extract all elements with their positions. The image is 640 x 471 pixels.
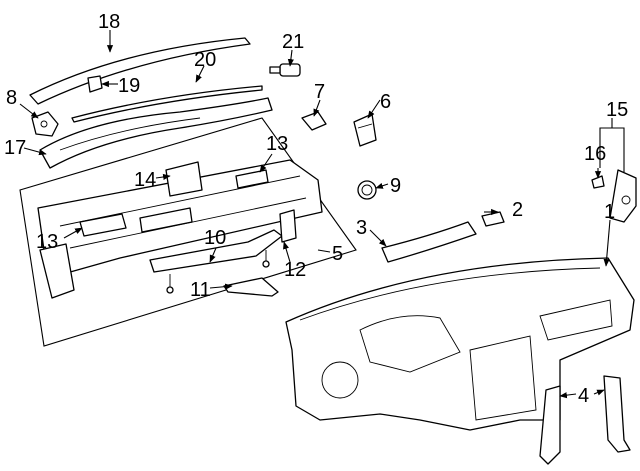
callout-13-left: 13 bbox=[36, 231, 58, 253]
part-3-duct bbox=[381, 221, 477, 263]
part-2-clip bbox=[481, 211, 505, 227]
callout-21: 21 bbox=[282, 31, 304, 53]
part-20-strip bbox=[71, 85, 263, 123]
callout-15: 15 bbox=[606, 99, 628, 121]
callout-13-right: 13 bbox=[266, 133, 288, 155]
callout-16: 16 bbox=[584, 143, 606, 165]
part-13-pad-right bbox=[235, 169, 269, 189]
callout-11: 11 bbox=[190, 279, 211, 301]
bolt-fasteners bbox=[166, 250, 270, 294]
part-4-side-pieces bbox=[539, 375, 631, 465]
group-5-frame bbox=[19, 117, 357, 347]
callout-17: 17 bbox=[4, 137, 26, 159]
callout-5: 5 bbox=[332, 243, 343, 265]
part-8-bracket bbox=[31, 111, 59, 137]
leader-lines bbox=[19, 30, 625, 399]
callout-19: 19 bbox=[118, 75, 140, 97]
callout-labels: 18 20 21 19 8 17 7 6 9 13 14 13 10 12 11… bbox=[4, 11, 628, 407]
callout-6: 6 bbox=[380, 91, 391, 113]
callout-1: 1 bbox=[604, 201, 615, 223]
callout-8: 8 bbox=[6, 87, 17, 109]
part-1-instrument-panel bbox=[285, 257, 635, 431]
callout-4: 4 bbox=[578, 385, 589, 407]
part-17-panel-trim bbox=[39, 97, 273, 169]
part-9-round-vent bbox=[357, 180, 377, 200]
callout-2: 2 bbox=[512, 199, 523, 221]
callout-14: 14 bbox=[134, 169, 156, 191]
callout-12: 12 bbox=[284, 259, 306, 281]
part-19-clip bbox=[87, 75, 103, 93]
part-12-bracket bbox=[279, 209, 297, 243]
callout-20: 20 bbox=[194, 49, 216, 71]
callout-7: 7 bbox=[314, 81, 325, 103]
cross-car-beam bbox=[37, 159, 323, 299]
callout-9: 9 bbox=[390, 175, 401, 197]
part-14-bracket bbox=[165, 161, 203, 197]
part-11-lower-brace bbox=[223, 277, 279, 297]
callout-3: 3 bbox=[356, 217, 367, 239]
part-15-end-panel bbox=[609, 169, 637, 223]
part-21-connector bbox=[269, 63, 301, 77]
part-6-mount-bracket bbox=[353, 113, 377, 147]
callout-10: 10 bbox=[204, 227, 226, 249]
callout-18: 18 bbox=[98, 11, 120, 33]
part-7-bracket bbox=[301, 111, 327, 131]
